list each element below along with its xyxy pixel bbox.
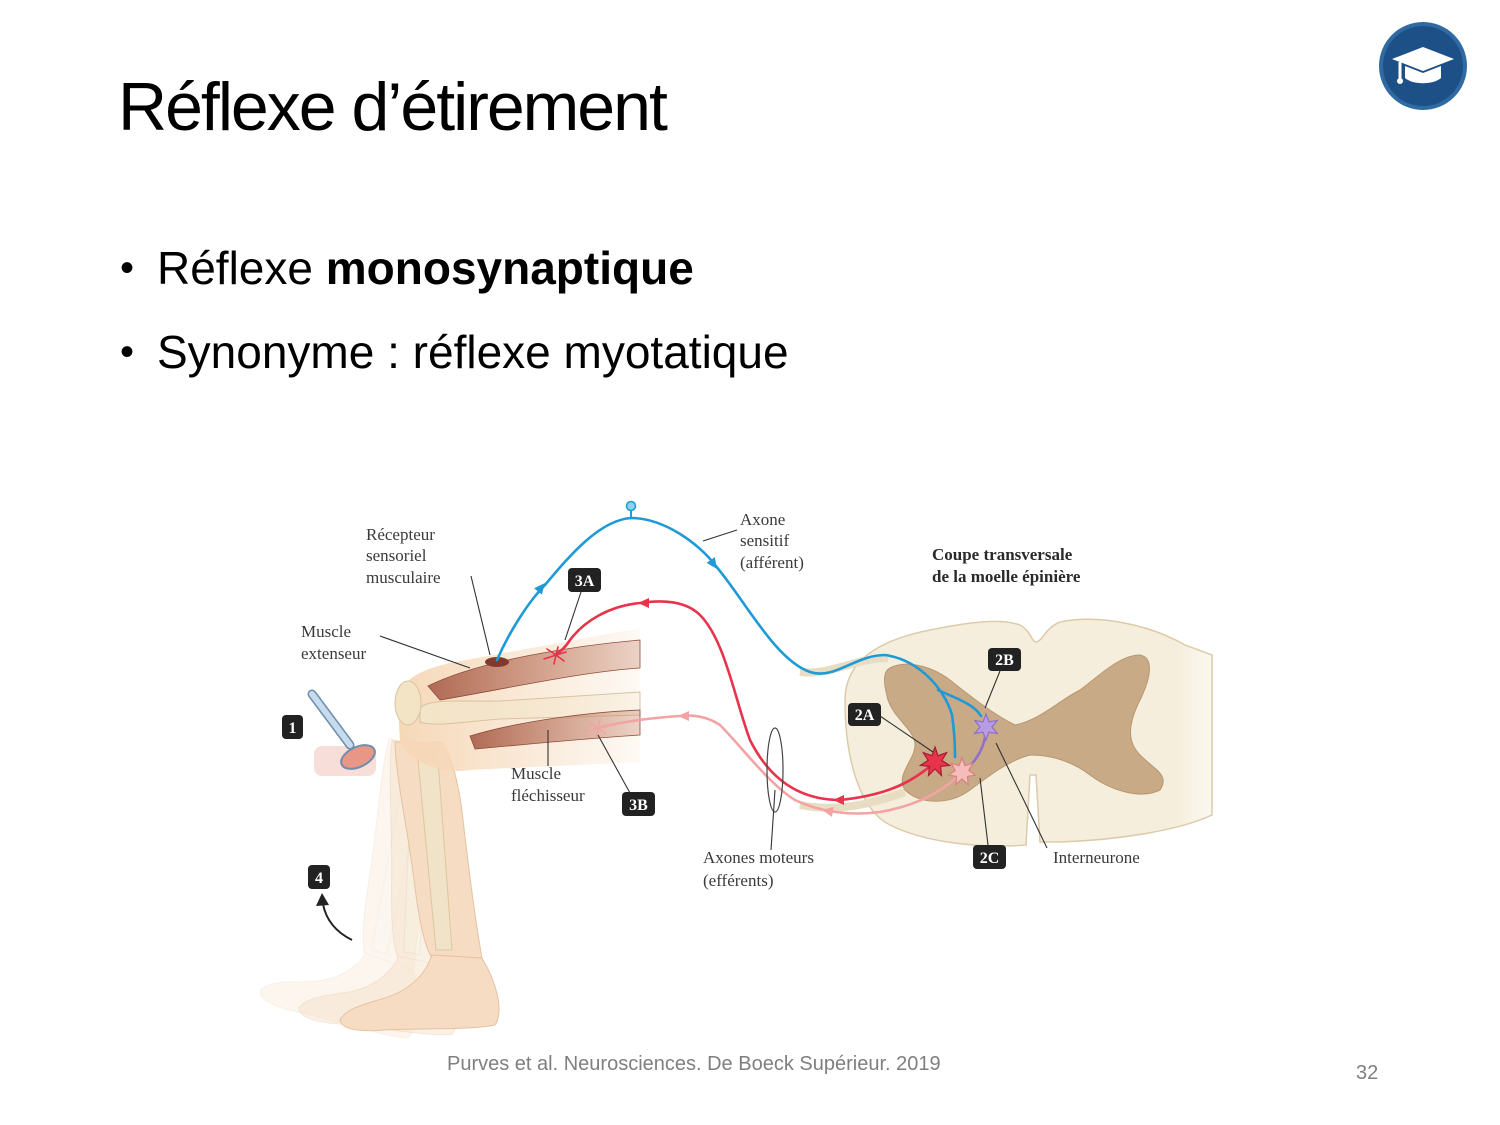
dorsal-root-ganglion	[625, 500, 637, 512]
leader-2b	[984, 670, 1001, 709]
badge-2b-text: 2B	[995, 652, 1014, 669]
extensor-nerve-terminal	[555, 646, 559, 656]
leader-2c	[979, 777, 989, 846]
label-receptor-line2: sensoriel	[366, 546, 427, 565]
badge-3a: 3A	[568, 568, 601, 592]
afferent-branch	[936, 688, 983, 718]
badge-2b: 2B	[988, 648, 1021, 671]
badge-2c-text: 2C	[980, 850, 1000, 867]
label-flexor-line2: fléchisseur	[511, 786, 585, 805]
badge-4: 4	[308, 865, 330, 889]
slide-title: Réflexe d’étirement	[118, 69, 668, 145]
flexor-nerve-terminal	[588, 721, 599, 729]
reflex-hammer-handle-inner	[309, 691, 353, 748]
cap-base	[1405, 66, 1441, 84]
flexor-nerve-terminal	[585, 727, 599, 733]
badge-3a-text: 3A	[575, 573, 595, 590]
bullet-list: • Réflexe monosynaptique • Synonyme : réfl…	[120, 226, 789, 394]
cap-top	[1392, 47, 1454, 71]
stretch-reflex-diagram: Récepteur sensoriel musculaire Axone sen…	[260, 500, 1213, 1046]
extensor-nerve-terminal	[546, 648, 557, 656]
flexor-axon-arrowhead	[822, 806, 834, 817]
afferent-arrowhead	[534, 583, 545, 595]
label-section-line1: Coupe transversale	[932, 545, 1073, 564]
page-number: 32	[1356, 1062, 1379, 1084]
label-extensor-line1: Muscle	[301, 622, 351, 641]
label-section-line2: de la moelle épinière	[932, 567, 1081, 586]
label-flexor-line1: Muscle	[511, 764, 561, 783]
leader-interneuron	[995, 742, 1048, 849]
extensor-nerve-terminal	[553, 654, 557, 665]
label-motor-axons-line1: Axones moteurs	[703, 848, 814, 867]
extensor-motor-neuron	[918, 745, 952, 778]
leader-motor-axons	[770, 789, 776, 851]
leader-receptor	[470, 575, 491, 656]
badge-3b-text: 3B	[629, 797, 648, 814]
bullet-item: • Réflexe monosynaptique	[120, 226, 789, 310]
bullet-item: • Synonyme : réflexe myotatique	[120, 310, 789, 394]
extensor-axon-arrowhead	[638, 598, 649, 608]
badge-2a: 2A	[848, 703, 881, 726]
label-afferent-line3: (afférent)	[740, 553, 804, 572]
label-afferent-line2: sensitif	[740, 531, 789, 550]
flexor-nerve-terminal	[595, 727, 599, 738]
label-extensor-line2: extenseur	[301, 644, 366, 663]
afferent-arrowhead	[706, 557, 717, 569]
badge-1: 1	[282, 715, 303, 739]
badge-2c: 2C	[973, 845, 1006, 869]
extensor-nerve-terminal	[543, 654, 557, 660]
extensor-axon-arrowhead	[833, 795, 844, 805]
flexor-muscle	[469, 709, 641, 750]
label-motor-axons-line2: (efférents)	[703, 871, 773, 890]
cap-tassel-end	[1397, 78, 1403, 84]
flexor-axon-arrowhead	[678, 711, 689, 721]
leader-3b	[597, 734, 631, 794]
leader-extensor	[379, 635, 471, 669]
kick-arrowhead	[316, 893, 329, 906]
bullet-marker: •	[120, 330, 135, 374]
leader-afferent	[702, 529, 738, 542]
bullet-bold-text: monosynaptique	[325, 242, 694, 294]
bullet-text: Synonyme : réflexe myotatique	[157, 326, 789, 378]
badge-4-text: 4	[315, 870, 323, 887]
source-caption: Purves et al. Neurosciences. De Boeck Su…	[447, 1053, 941, 1075]
badge-3b: 3B	[622, 792, 655, 816]
patella	[394, 680, 422, 726]
flexor-nerve-terminal	[597, 719, 601, 729]
flexor-motor-neuron	[946, 756, 978, 787]
muscle-receptor	[485, 657, 509, 667]
nerve-sheath	[766, 727, 784, 813]
interneuron-cell	[973, 712, 999, 742]
label-interneuron: Interneurone	[1053, 848, 1140, 867]
badge-2a-text: 2A	[855, 707, 875, 724]
graduation-cap-icon	[1379, 22, 1467, 110]
reflex-hammer-head	[340, 744, 376, 770]
label-receptor-line1: Récepteur	[366, 525, 435, 544]
badge-1-text: 1	[289, 720, 297, 737]
flexor-nerve-terminal	[597, 727, 607, 735]
label-receptor-line3: musculaire	[366, 568, 441, 587]
extensor-nerve-terminal	[555, 654, 565, 662]
flexor-nerve-terminal	[597, 724, 609, 729]
leader-2a	[879, 715, 934, 753]
kick-arrow	[322, 903, 353, 941]
bullet-text: Réflexe	[157, 242, 326, 294]
label-afferent-line1: Axone	[740, 510, 785, 529]
flexor-motor-axon	[596, 714, 964, 815]
extensor-nerve-terminal	[555, 651, 567, 656]
leader-3a	[564, 591, 582, 641]
bullet-marker: •	[120, 246, 135, 290]
